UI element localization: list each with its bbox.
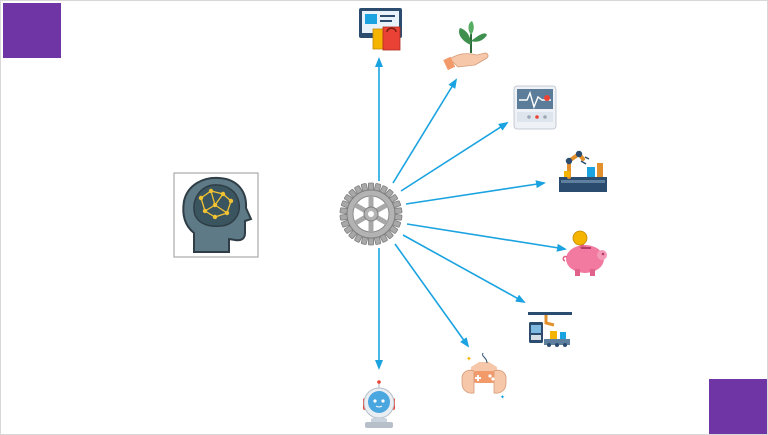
robot-head-icon <box>363 380 395 428</box>
svg-text:✦: ✦ <box>466 355 472 363</box>
brain-head-icon <box>173 172 259 258</box>
corner-accent-bottom-right <box>709 379 767 434</box>
gear-icon <box>339 182 403 246</box>
heart-monitor-icon <box>513 85 557 130</box>
plant-in-hand-icon <box>443 21 489 71</box>
online-shopping-icon <box>359 8 402 51</box>
piggy-bank-icon <box>562 230 607 276</box>
arrow-to-automation <box>402 234 526 303</box>
factory-robot-arm-icon <box>559 150 607 192</box>
arrow-to-manufacturing <box>405 180 546 205</box>
corner-accent-top-left <box>3 3 61 58</box>
arrow-to-finance <box>406 223 567 252</box>
arrow-to-agriculture <box>392 78 458 184</box>
arrow-to-healthcare <box>400 121 509 192</box>
robotic-assembly-icon <box>528 312 572 347</box>
arrow-to-gaming <box>394 243 470 348</box>
game-controller-icon: ✦ ✦ <box>461 352 507 401</box>
svg-text:✦: ✦ <box>500 394 505 401</box>
